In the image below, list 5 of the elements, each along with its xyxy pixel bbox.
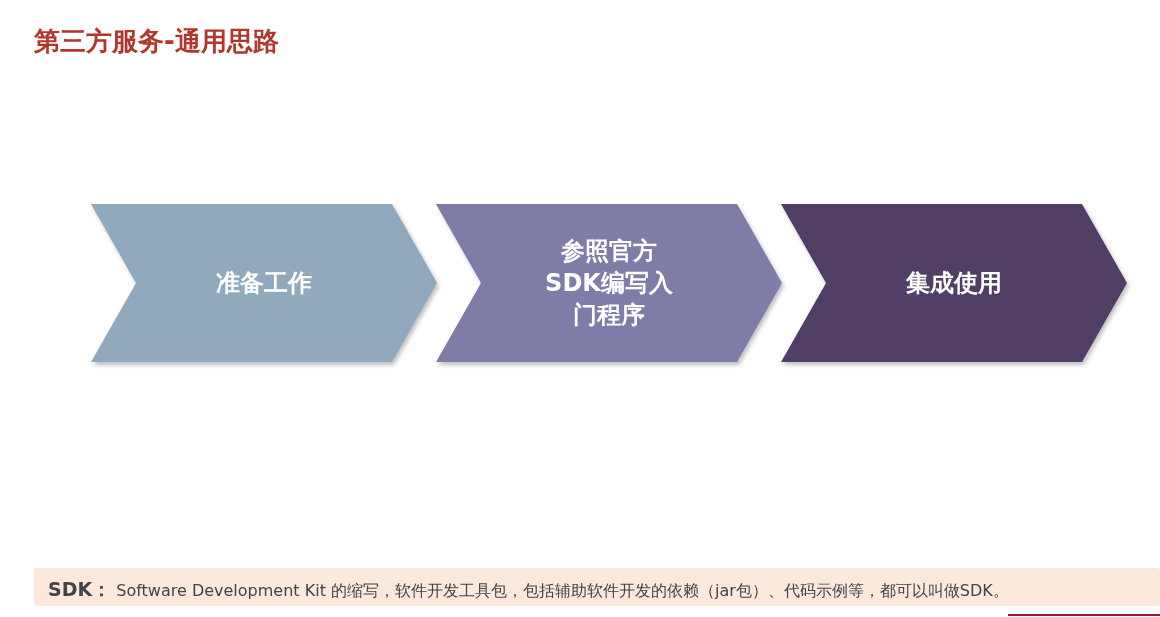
step-label: 准备工作	[216, 268, 312, 299]
step-label: 参照官方SDK编写入门程序	[544, 236, 674, 331]
title: 第三方服务-通用思路	[34, 25, 279, 58]
note-text: SDK： Software Development Kit 的缩写，软件开发工具包，包括辅助软件开发的依赖（jar包）、代码示例等，都可以叫做SDK。	[48, 577, 1009, 602]
step-label: 集成使用	[906, 268, 1002, 299]
